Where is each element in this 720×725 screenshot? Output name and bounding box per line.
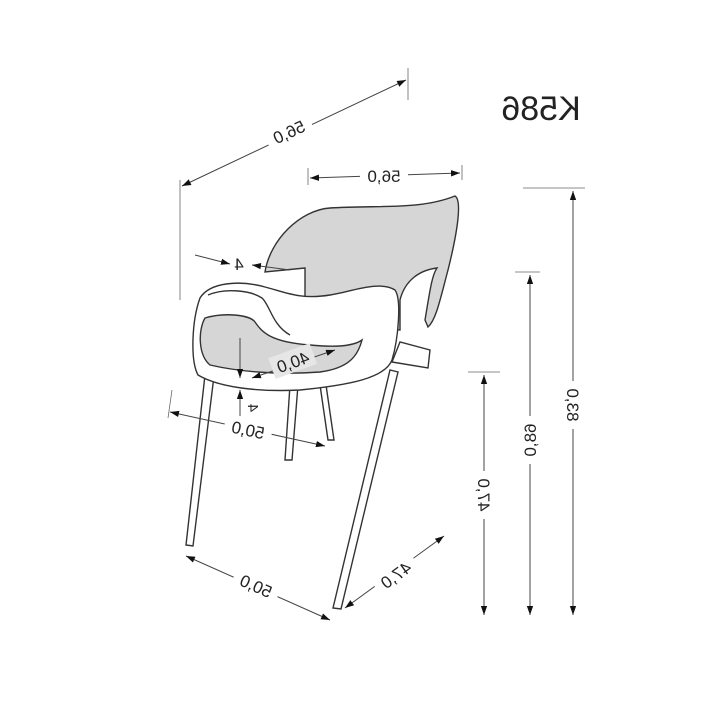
chair-legs [185, 369, 399, 610]
model-title: K586 [501, 90, 580, 128]
seat-thickness-label: 4 [244, 404, 261, 412]
chair-shell [192, 195, 460, 392]
seat-height-label: 47,0 [474, 478, 493, 511]
total-height-label: 83,0 [563, 388, 582, 421]
base-width-label: 50,0 [237, 571, 275, 602]
armrest-height-label: 68,0 [521, 423, 540, 456]
armrest-thickness-label: 4 [234, 255, 243, 274]
width-top-label: 56,0 [367, 167, 400, 186]
